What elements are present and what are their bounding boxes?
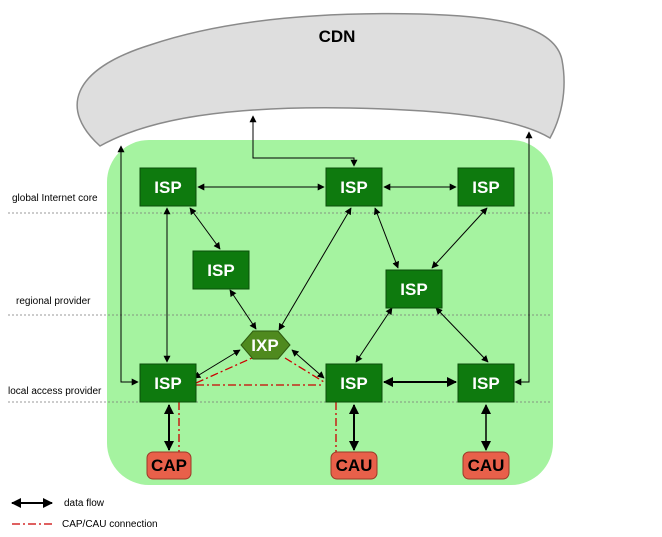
- isp-regional-right-label: ISP: [400, 280, 427, 299]
- isp-global-left: ISP: [139, 167, 197, 207]
- cau-right-label: CAU: [468, 456, 505, 475]
- isp-local-right-label: ISP: [472, 374, 499, 393]
- isp-local-right: ISP: [457, 363, 515, 403]
- isp-regional-left-label: ISP: [207, 261, 234, 280]
- isp-global-left-label: ISP: [154, 178, 181, 197]
- isp-global-center: ISP: [325, 167, 383, 207]
- isp-regional-right: ISP: [385, 269, 443, 309]
- cau-center-node: CAU: [330, 451, 378, 480]
- flow-isp-regional-left-ixp: [229, 289, 257, 330]
- isp-local-center-label: ISP: [340, 374, 367, 393]
- cap-cau-link-ixp-right: [284, 357, 325, 383]
- ixp-node: IXP: [240, 330, 291, 360]
- isp-local-left: ISP: [139, 363, 197, 403]
- flow-ixp-local-left: [193, 349, 241, 379]
- cau-right-node: CAU: [462, 451, 510, 480]
- flow-isp-global-center-regional-right: [373, 207, 400, 269]
- legend: data flow CAP/CAU connection: [11, 498, 158, 530]
- cap-node: CAP: [146, 451, 192, 480]
- flow-cdn-isp-global-center: [249, 115, 358, 167]
- cdn-label: CDN: [319, 27, 356, 46]
- flow-isp-global-right-regional-right: [431, 207, 488, 269]
- flow-isp-global-left-regional-left: [189, 207, 221, 250]
- flow-ixp-local-center: [291, 349, 325, 379]
- isp-regional-left: ISP: [192, 250, 250, 290]
- isp-global-right-label: ISP: [472, 178, 499, 197]
- cap-label: CAP: [151, 456, 187, 475]
- isp-local-center: ISP: [325, 363, 383, 403]
- ixp-label: IXP: [251, 336, 278, 355]
- layer-label-local: local access provider: [8, 386, 102, 397]
- isp-global-center-label: ISP: [340, 178, 367, 197]
- cau-center-label: CAU: [336, 456, 373, 475]
- cdn-cloud: [76, 12, 565, 147]
- isp-local-left-label: ISP: [154, 374, 181, 393]
- flow-cdn-isp-local-left: [117, 145, 139, 386]
- legend-data-flow-label: data flow: [64, 498, 105, 509]
- cap-cau-link-ixp-left: [195, 357, 253, 384]
- flow-cdn-isp-local-right: [514, 131, 533, 386]
- legend-cap-cau-label: CAP/CAU connection: [62, 519, 158, 530]
- flow-isp-regional-right-local-right: [435, 307, 489, 363]
- flow-isp-global-center-ixp: [278, 207, 352, 331]
- layer-label-regional: regional provider: [16, 296, 91, 307]
- isp-global-right: ISP: [457, 167, 515, 207]
- flow-isp-regional-right-local-center: [355, 307, 393, 363]
- layer-label-global: global Internet core: [12, 193, 98, 204]
